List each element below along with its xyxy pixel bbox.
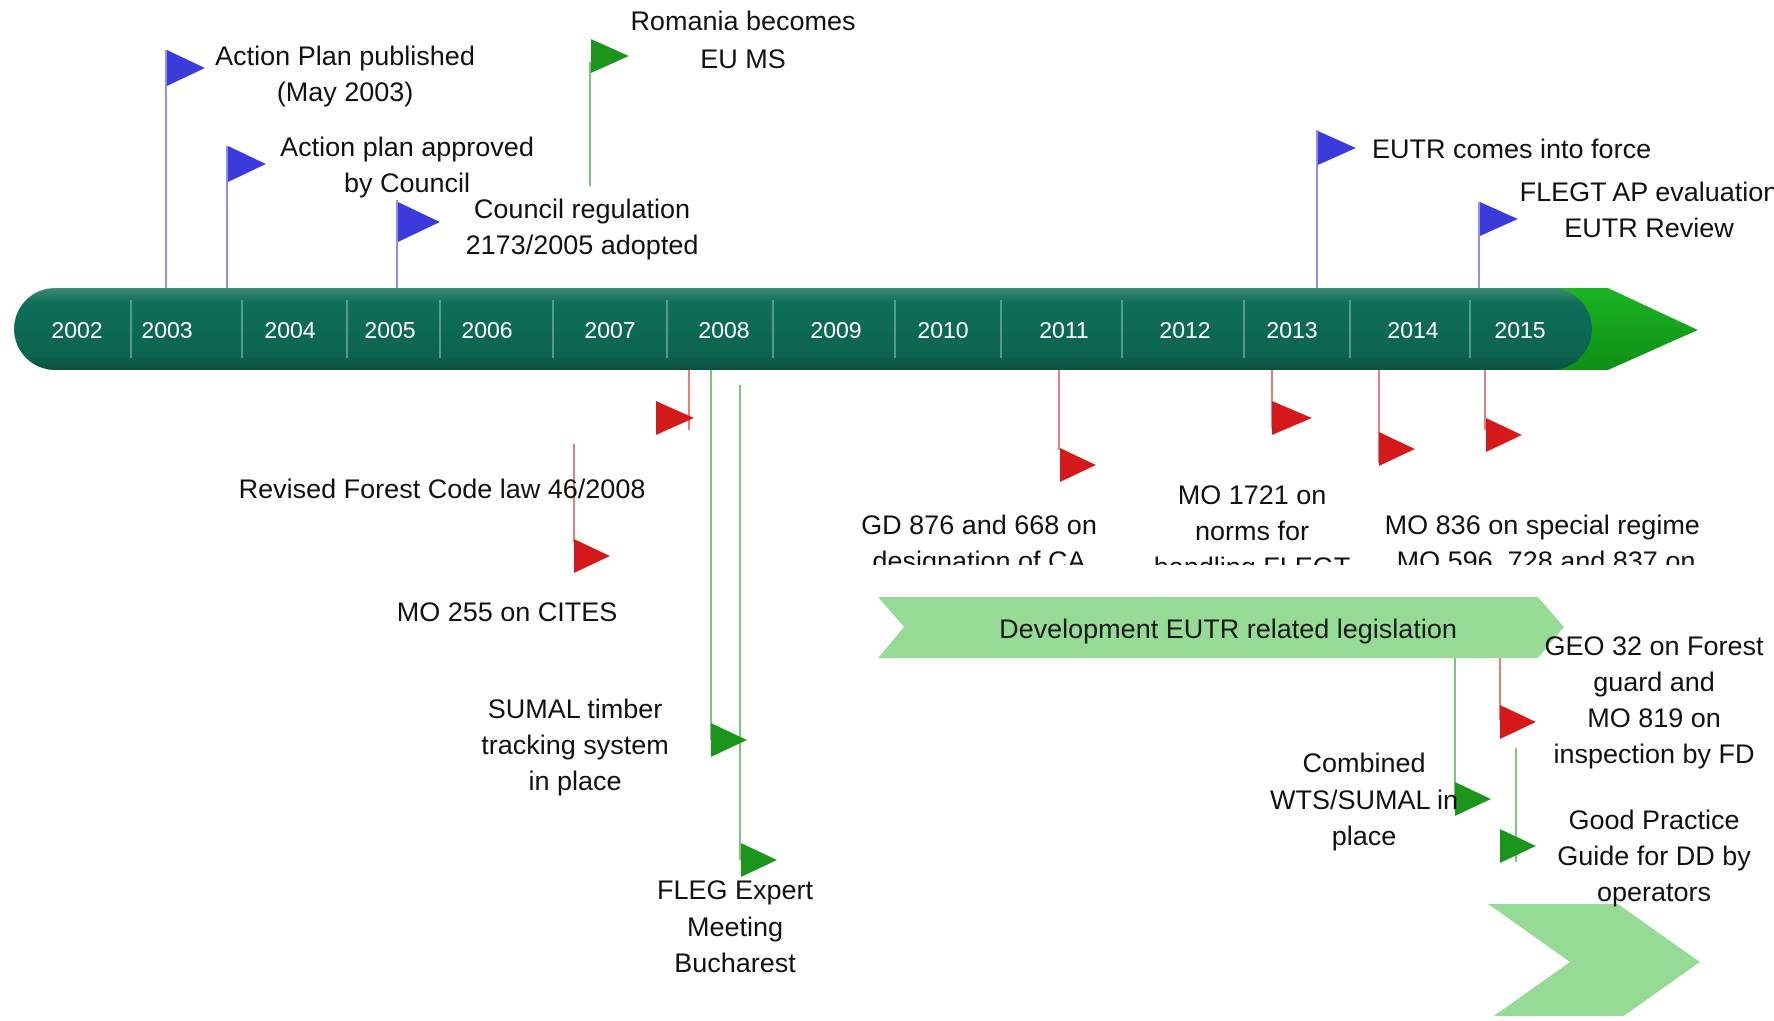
year-label-2011: 2011 — [1039, 317, 1088, 343]
event-label-line: SUMAL timber — [488, 694, 663, 724]
event-label-line: 2173/2005 adopted — [466, 230, 699, 260]
event-label-line: guard and — [1593, 667, 1715, 697]
flag-sumal — [711, 723, 747, 757]
year-label-2009: 2009 — [810, 317, 861, 343]
event-label-line: MO 1721 on — [1178, 480, 1327, 510]
year-label-2006: 2006 — [461, 317, 512, 343]
event-eutr-force: EUTR comes into force — [1372, 134, 1651, 164]
event-label-line: Meeting — [687, 912, 783, 942]
year-label-2005: 2005 — [364, 317, 415, 343]
event-label-line: by Council — [344, 168, 470, 198]
flag-good-practice — [1500, 829, 1536, 863]
flag-council-regulation — [398, 202, 440, 242]
event-good-practice: Good Practice Guide for DD by operators — [1557, 805, 1751, 907]
year-label-2015: 2015 — [1494, 317, 1545, 343]
event-label-line: MO 819 on — [1587, 703, 1721, 733]
year-label-2008: 2008 — [698, 317, 749, 343]
flag-action-plan-approved — [228, 146, 266, 182]
event-label-line: place — [1332, 821, 1397, 851]
event-label-line: tracking system — [481, 730, 669, 760]
event-label-line: EU MS — [700, 44, 786, 74]
event-combined-wts: Combined WTS/SUMAL in place — [1270, 748, 1458, 851]
flag-flegt-evaluation — [1480, 202, 1518, 236]
year-labels: 2002 2003 2004 2005 2006 2007 2008 2009 2010 2011… — [51, 317, 1545, 343]
event-label-line: Good Practice — [1568, 805, 1739, 835]
event-label-line: Action Plan published — [215, 41, 475, 71]
event-label-line: FLEGT AP evaluation — [1520, 177, 1774, 207]
event-gd-876: GD 876 and 668 on designation of CA — [861, 510, 1097, 576]
year-label-2007: 2007 — [584, 317, 635, 343]
event-label-line: designation of CA — [872, 546, 1085, 576]
flag-mo-836b — [1486, 418, 1522, 452]
event-fleg-meeting: FLEG Expert Meeting Bucharest — [657, 875, 814, 978]
year-label-2003: 2003 — [141, 317, 192, 343]
flag-forest-code — [656, 401, 694, 435]
flag-gd-876 — [1060, 448, 1096, 482]
event-label-line: Revised Forest Code law 46/2008 — [239, 474, 646, 504]
event-label-line: inspection by FD — [1553, 739, 1754, 769]
event-label-line: (May 2003) — [277, 77, 414, 107]
event-label-line: WTS/SUMAL in — [1270, 785, 1458, 815]
event-label-line: MO 836 on special regime; — [1385, 510, 1708, 540]
flag-combined-wts — [1455, 782, 1491, 816]
event-label-line: MO 255 on CITES — [397, 597, 618, 627]
flag-eutr-force — [1318, 131, 1356, 165]
timeline-bar — [14, 288, 1592, 370]
flag-mo-836 — [1379, 432, 1415, 466]
event-label-line: in place — [528, 766, 621, 796]
event-flegt-ap-evaluation: FLEGT AP evaluation EUTR Review — [1520, 177, 1774, 243]
event-label-line: GEO 32 on Forest — [1544, 631, 1764, 661]
event-label-line: norms for — [1195, 516, 1309, 546]
event-label-line: EUTR Review — [1564, 213, 1734, 243]
event-sumal: SUMAL timber tracking system in place — [481, 694, 669, 796]
event-label-line: Bucharest — [674, 948, 796, 978]
event-geo-32: GEO 32 on Forest guard and MO 819 on ins… — [1544, 631, 1764, 769]
flag-geo-32 — [1500, 705, 1536, 739]
event-label-line: EUTR comes into force — [1372, 134, 1651, 164]
year-label-2012: 2012 — [1159, 317, 1210, 343]
year-label-2014: 2014 — [1387, 317, 1438, 343]
year-label-2010: 2010 — [917, 317, 968, 343]
event-romania-eu: Romania becomes EU MS — [630, 6, 855, 74]
eutr-legislation-band — [878, 597, 1564, 658]
year-label-2013: 2013 — [1266, 317, 1317, 343]
event-mo-255: MO 255 on CITES — [397, 597, 618, 627]
event-label-line: GD 876 and 668 on — [861, 510, 1097, 540]
event-label-line: Council regulation — [474, 194, 690, 224]
flag-mo-1721 — [1272, 401, 1312, 435]
band-label: Development EUTR related legislation — [999, 614, 1457, 644]
event-label-line: handling FLEGT — [1154, 552, 1351, 582]
flag-romania-eu — [591, 39, 629, 73]
flag-fleg-meeting — [741, 843, 777, 877]
year-dividers — [130, 300, 1471, 358]
event-mo-836: MO 836 on special regime; MO 596, 728 an… — [1385, 510, 1708, 576]
flag-markers — [167, 39, 1536, 877]
future-chevron — [1488, 904, 1700, 1020]
event-action-plan-approved: Action plan approved by Council — [280, 132, 534, 198]
event-forest-code: Revised Forest Code law 46/2008 — [239, 474, 646, 504]
event-label-line: operators — [1597, 877, 1711, 907]
event-label-line: Romania becomes — [630, 6, 855, 36]
event-label-line: Guide for DD by — [1557, 841, 1751, 871]
flag-mo-255 — [574, 539, 610, 573]
event-council-regulation: Council regulation 2173/2005 adopted — [466, 194, 699, 260]
flag-action-plan-published — [167, 50, 205, 86]
year-label-2004: 2004 — [264, 317, 315, 343]
event-action-plan-published: Action Plan published (May 2003) — [215, 41, 475, 107]
year-label-2002: 2002 — [51, 317, 102, 343]
event-label-line: FLEG Expert — [657, 875, 814, 905]
event-label-line: Combined — [1302, 748, 1425, 778]
event-label-line: Action plan approved — [280, 132, 534, 162]
event-mo-1721: MO 1721 on norms for handling FLEGT — [1154, 480, 1351, 582]
event-label-line: MO 596, 728 and 837 on — [1397, 546, 1696, 576]
